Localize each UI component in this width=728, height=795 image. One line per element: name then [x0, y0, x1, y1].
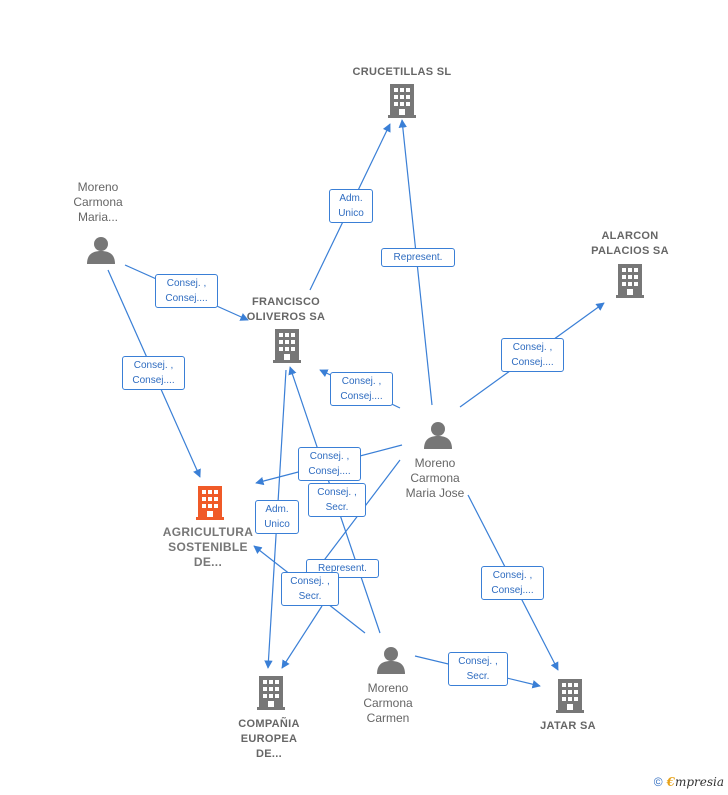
edge-label-consej-jatar[interactable]: Consej. , Consej....	[481, 566, 544, 600]
edge-label-adm-unico-compania[interactable]: Adm. Unico	[255, 500, 299, 534]
edge-label-consej-maria-oliveros[interactable]: Consej. , Consej....	[155, 274, 218, 308]
node-agricultura[interactable]: AGRICULTURA SOSTENIBLE DE...	[162, 525, 254, 569]
edge-label-consej-maria-agricultura[interactable]: Consej. , Consej....	[122, 356, 185, 390]
person-icon-moreno-maria	[87, 237, 115, 264]
node-crucetillas[interactable]: CRUCETILLAS SL	[352, 66, 452, 78]
node-compania[interactable]: COMPAÑIA EUROPEA DE...	[238, 718, 300, 760]
edge-label-consej-secr-carmen-oliveros[interactable]: Consej. , Secr.	[308, 483, 366, 517]
edge-label-adm-unico-crucetillas[interactable]: Adm. Unico	[329, 189, 373, 223]
building-icon-alarcon	[616, 264, 644, 298]
edge-label-consej-mariajose-oliveros[interactable]: Consej. , Consej....	[330, 372, 393, 406]
edge-label-consej-alarcon[interactable]: Consej. , Consej....	[501, 338, 564, 372]
person-icon-moreno-maria-jose	[424, 422, 452, 449]
copyright-icon: ©	[653, 775, 663, 789]
node-alarcon[interactable]: ALARCON PALACIOS SA	[591, 230, 669, 257]
edge-carmen-compania	[281, 605, 323, 669]
node-moreno-maria[interactable]: Moreno Carmona Maria...	[73, 180, 123, 224]
building-icon-agricultura	[196, 486, 224, 520]
edge-label-consej-secr-carmen-agricultura[interactable]: Consej. , Secr.	[281, 572, 339, 606]
edge-label-consej-secr-jatar[interactable]: Consej. , Secr.	[448, 652, 508, 686]
node-moreno-maria-jose[interactable]: Moreno Carmona Maria Jose	[405, 456, 465, 500]
edge-label-consej-mariajose-agricultura[interactable]: Consej. , Consej....	[298, 447, 361, 481]
edge-label-represent-crucetillas[interactable]: Represent.	[381, 248, 455, 267]
building-icon-crucetillas	[388, 84, 416, 118]
node-moreno-carmen[interactable]: Moreno Carmona Carmen	[363, 681, 413, 725]
node-jatar[interactable]: JATAR SA	[540, 720, 596, 732]
brand-logo[interactable]: €mpresia	[666, 775, 724, 789]
person-icon-moreno-carmen	[377, 647, 405, 674]
building-icon-oliveros	[273, 329, 301, 363]
building-icon-jatar	[556, 679, 584, 713]
node-oliveros[interactable]: FRANCISCO OLIVEROS SA	[246, 296, 326, 323]
building-icon-compania	[257, 676, 285, 710]
footer-brand: © €mpresia	[654, 775, 724, 789]
